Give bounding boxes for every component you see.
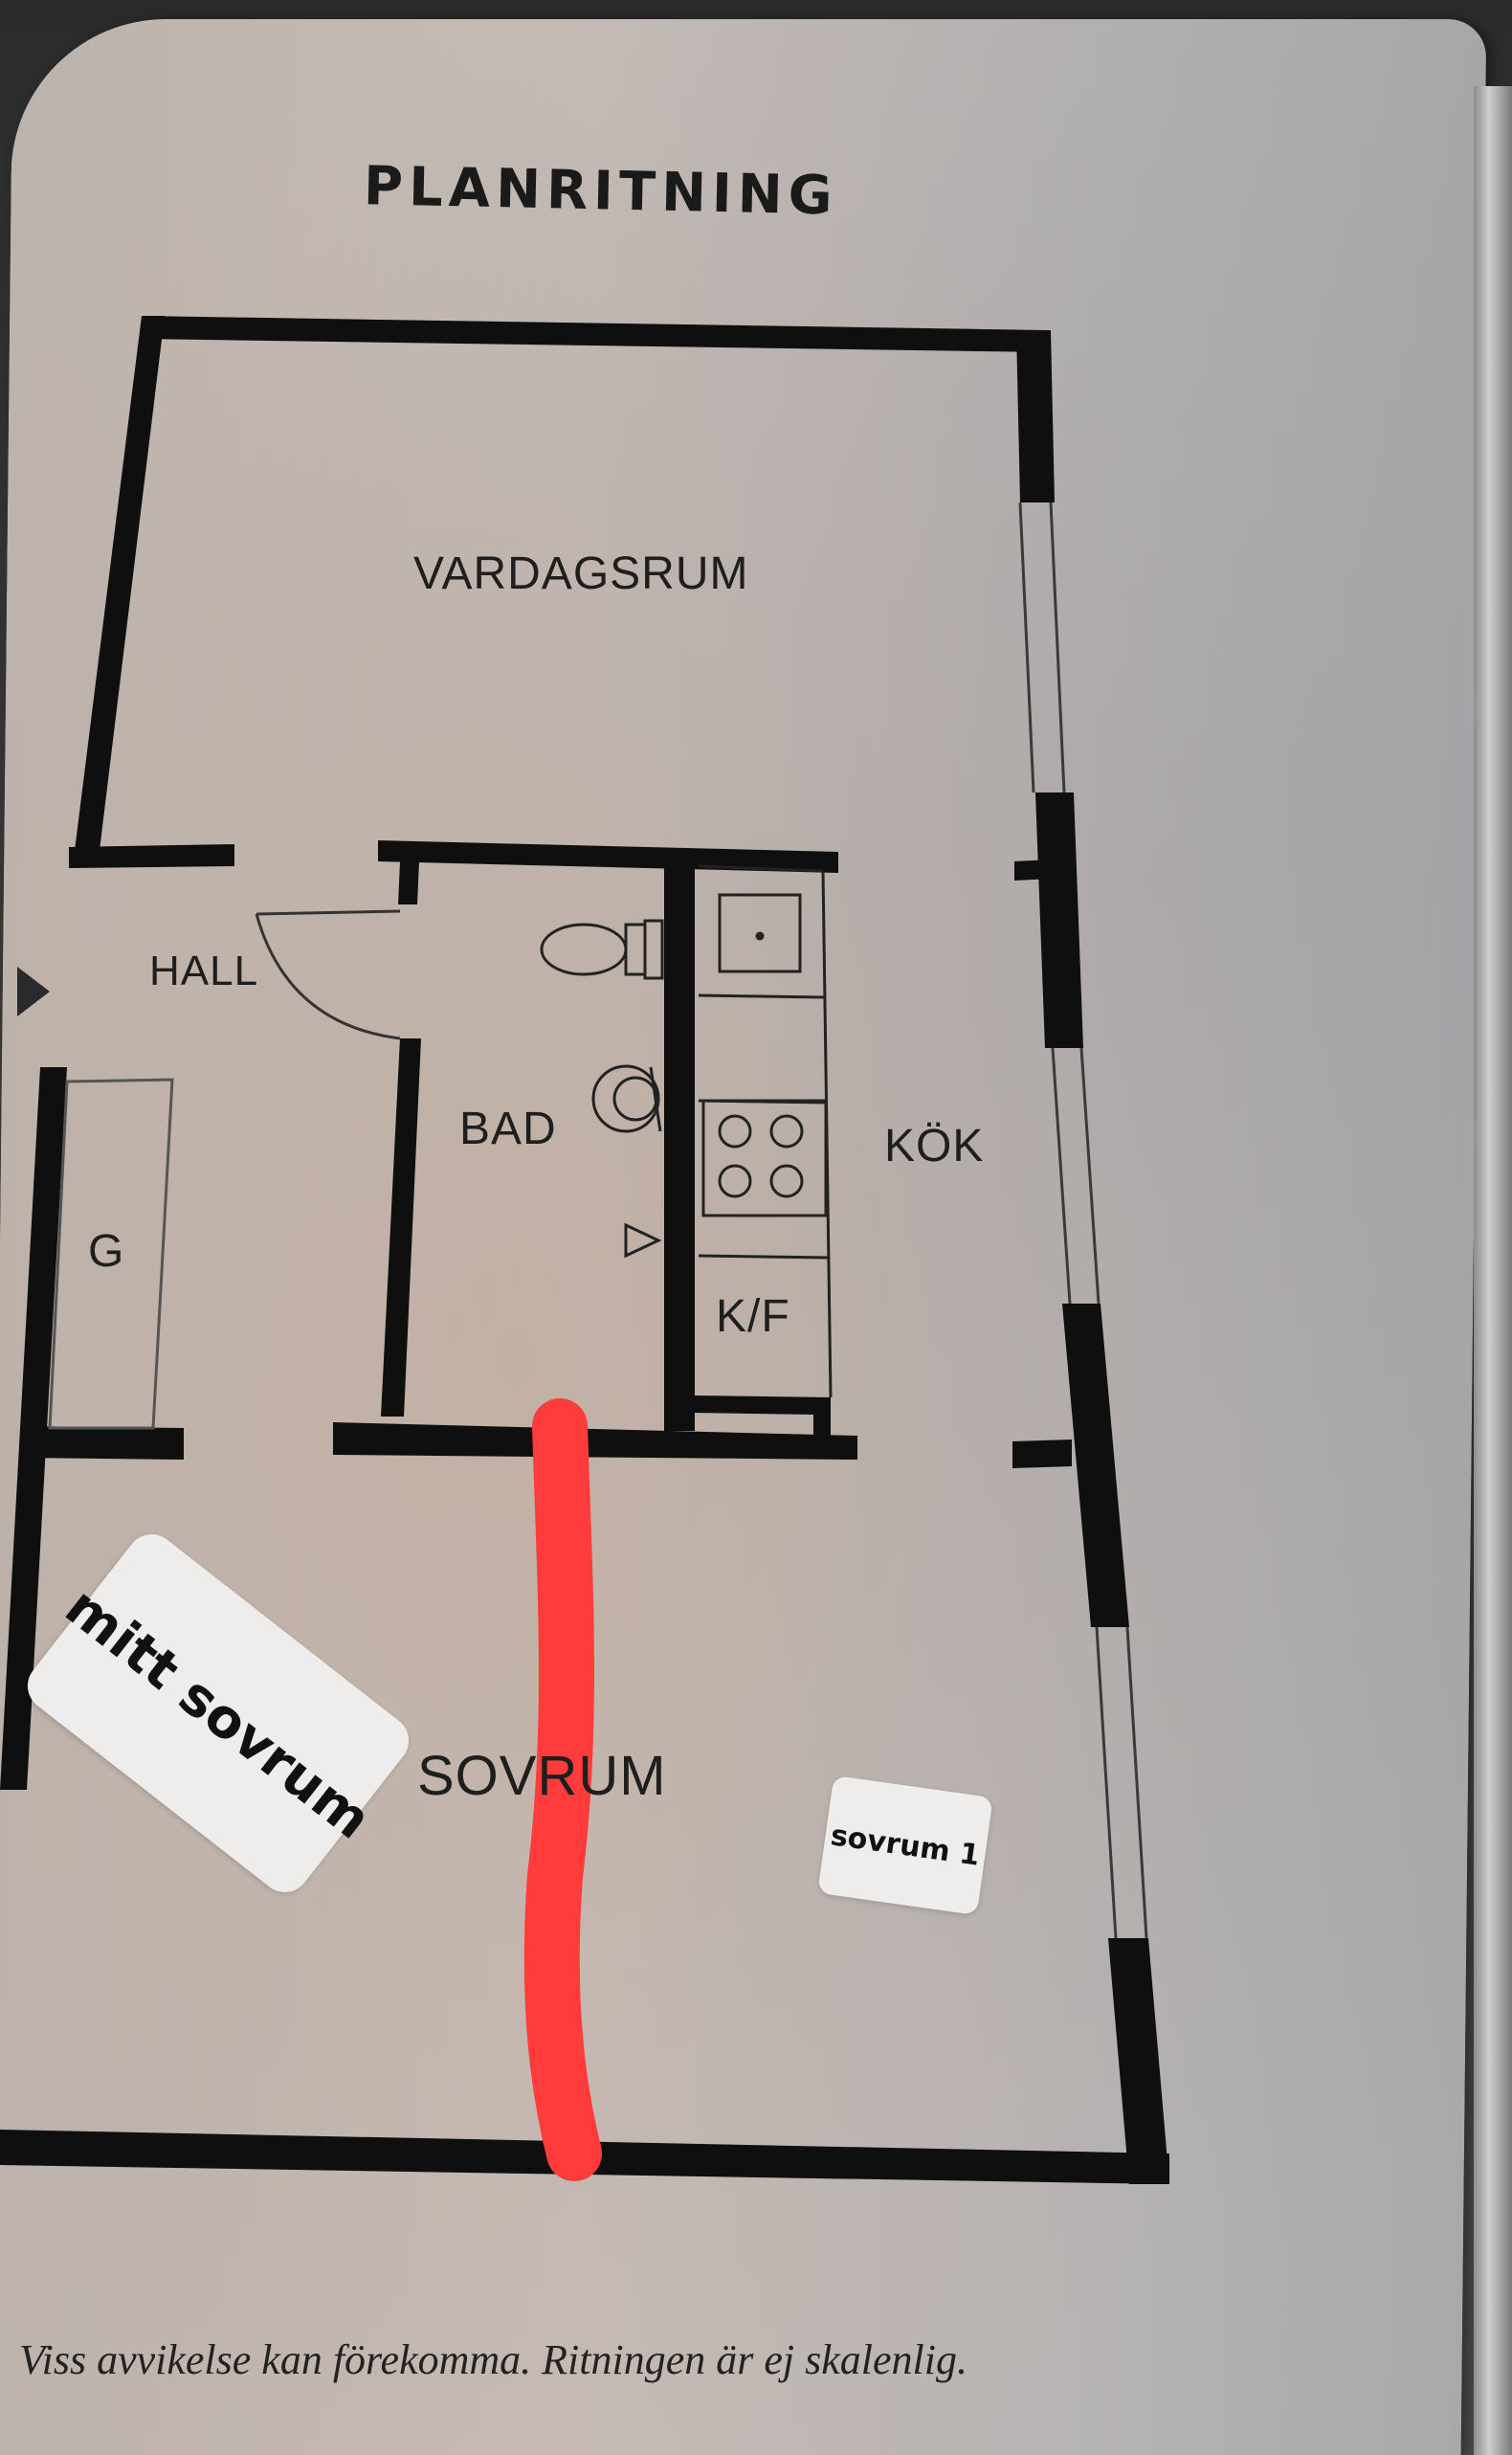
room-label-g: G bbox=[88, 1226, 125, 1277]
window-upper-b bbox=[1049, 502, 1066, 793]
shower-arrow-icon bbox=[624, 1222, 662, 1259]
wall-right-lower bbox=[1062, 1304, 1129, 1627]
wall-bad-left-stub bbox=[398, 861, 419, 904]
bathroom-fixtures bbox=[540, 919, 664, 1259]
wall-right-mid bbox=[1035, 792, 1083, 1048]
wall-right-bottom bbox=[1108, 1938, 1169, 2184]
page-title: PLANRITNING bbox=[363, 155, 839, 228]
wall-bad-kok-divider bbox=[664, 857, 695, 1431]
room-label-kok: KÖK bbox=[884, 1121, 985, 1172]
kitchen-base bbox=[691, 1395, 831, 1436]
stove-icon bbox=[701, 1099, 828, 1217]
wall-hall-top bbox=[69, 844, 234, 868]
window-lower-b bbox=[1125, 1626, 1148, 1939]
counter-edge bbox=[698, 864, 824, 873]
room-label-sovrum: SOVRUM bbox=[417, 1745, 667, 1807]
wall-bad-top bbox=[378, 840, 838, 873]
kitchen-sink-icon bbox=[718, 893, 802, 973]
wall-right-upper bbox=[1016, 330, 1055, 502]
g-closet-outline bbox=[48, 1078, 174, 1430]
wall-left-upper bbox=[73, 316, 165, 866]
room-label-kf: K/F bbox=[716, 1291, 790, 1342]
wall-right-stub bbox=[1014, 859, 1053, 881]
wall-right-kok-stub bbox=[1012, 1440, 1072, 1468]
counter-divider-3 bbox=[698, 1254, 830, 1260]
window-mid-a bbox=[1051, 1047, 1072, 1305]
window-lower-a bbox=[1095, 1626, 1118, 1939]
window-upper-a bbox=[1018, 502, 1035, 793]
room-label-hall: HALL bbox=[149, 948, 259, 994]
door-leaf bbox=[256, 909, 401, 916]
red-marker-line bbox=[523, 1398, 602, 2181]
room-label-bad: BAD bbox=[459, 1104, 557, 1154]
page-edge bbox=[1474, 86, 1512, 2455]
counter-divider-1 bbox=[698, 993, 826, 999]
sink-icon bbox=[591, 1064, 662, 1133]
room-label-vardagsrum: VARDAGSRUM bbox=[413, 548, 749, 599]
windows bbox=[1018, 502, 1148, 1939]
kitchen-fixtures bbox=[698, 864, 833, 1398]
door-swing bbox=[255, 913, 401, 1040]
wall-g-divider bbox=[21, 1426, 184, 1460]
wall-top bbox=[142, 316, 1048, 352]
toilet-icon bbox=[540, 919, 664, 980]
hall-door bbox=[255, 909, 401, 1040]
sticker-sovrum-1: sovrum 1 bbox=[817, 1774, 993, 1916]
wall-bad-bottom bbox=[333, 1422, 857, 1460]
window-mid-b bbox=[1079, 1047, 1101, 1305]
disclaimer-caption: Viss avvikelse kan förekomma. Ritningen … bbox=[19, 2336, 967, 2383]
entrance-arrow-icon bbox=[17, 967, 50, 1016]
wall-bad-left bbox=[381, 1038, 421, 1417]
walls bbox=[0, 316, 1169, 2184]
